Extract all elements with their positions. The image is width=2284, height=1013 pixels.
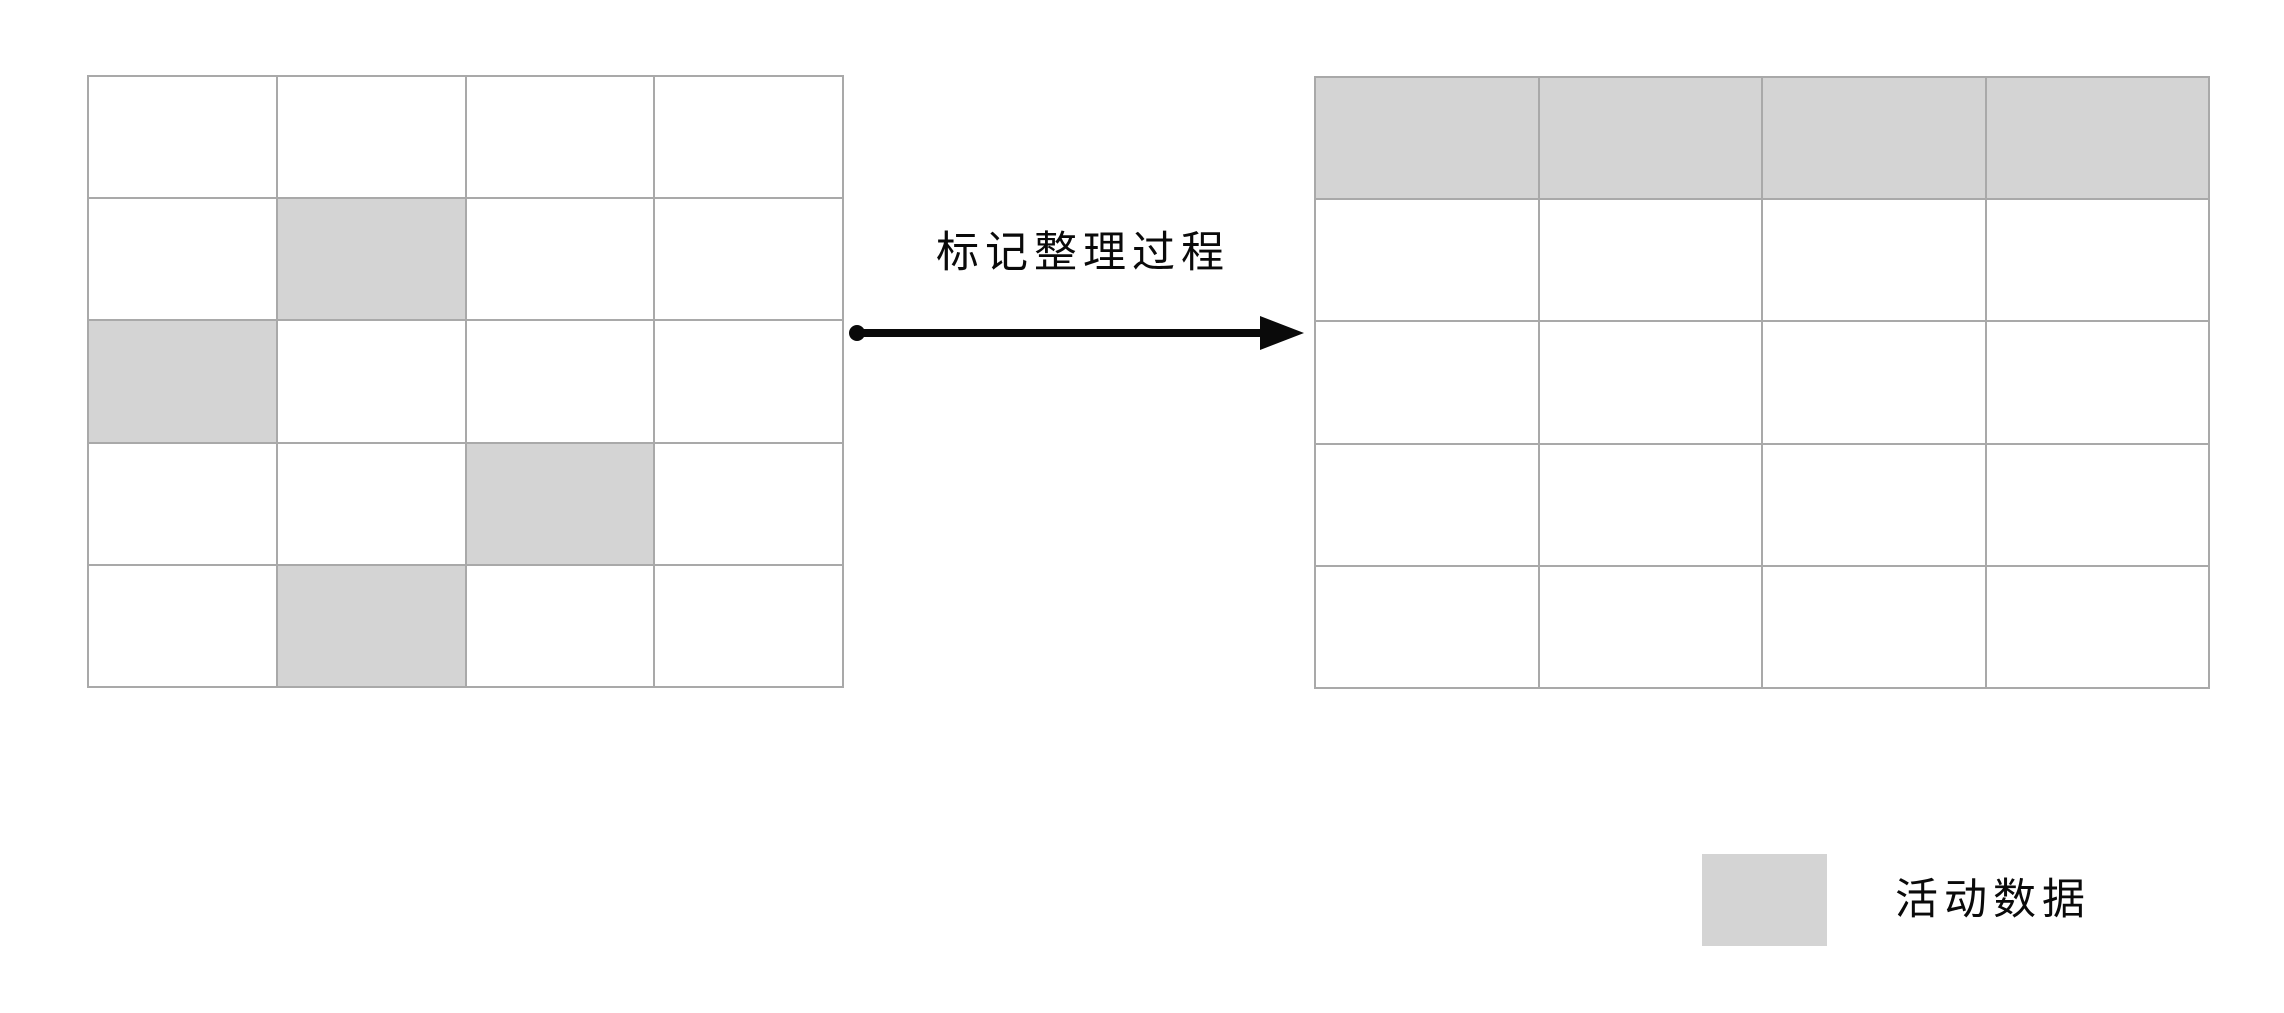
table-cell bbox=[1763, 444, 1987, 567]
table-cell bbox=[655, 199, 844, 322]
table-cell bbox=[1986, 566, 2210, 689]
table-cell bbox=[655, 443, 844, 566]
table-cell bbox=[1316, 444, 1540, 567]
table-cell bbox=[89, 199, 278, 322]
table-cell bbox=[1763, 78, 1987, 201]
table-cell bbox=[1539, 200, 1763, 323]
legend-label: 活动数据 bbox=[1895, 874, 2091, 925]
table-cell bbox=[466, 321, 656, 444]
table-cell bbox=[1316, 566, 1540, 689]
table-cell bbox=[89, 77, 278, 200]
table-cell bbox=[1763, 200, 1987, 323]
table-cell bbox=[1539, 78, 1763, 201]
table-cell bbox=[1316, 200, 1540, 323]
table-cell bbox=[277, 199, 467, 322]
table-cell bbox=[466, 199, 656, 322]
arrow-right-icon bbox=[848, 310, 1318, 356]
table-cell bbox=[1539, 322, 1763, 445]
table-cell bbox=[1986, 78, 2210, 201]
table-cell bbox=[277, 443, 467, 566]
table-cell bbox=[1539, 444, 1763, 567]
table-cell bbox=[1763, 566, 1987, 689]
transition-label: 标记整理过程 bbox=[936, 228, 1230, 278]
table-cell bbox=[1539, 566, 1763, 689]
arrow-right-svg bbox=[849, 316, 1304, 350]
table-cell bbox=[655, 321, 844, 444]
transition-group: 标记整理过程 bbox=[848, 232, 1318, 362]
table-cell bbox=[277, 77, 467, 200]
table-cell bbox=[655, 565, 844, 688]
table-cell bbox=[1986, 200, 2210, 323]
table-cell bbox=[89, 443, 278, 566]
table-cell bbox=[466, 443, 656, 566]
legend: 活动数据 bbox=[1702, 854, 2091, 946]
heap-after-table bbox=[1314, 76, 2210, 689]
table-cell bbox=[277, 565, 467, 688]
table-cell bbox=[655, 77, 844, 200]
table-cell bbox=[89, 565, 278, 688]
table-cell bbox=[466, 565, 656, 688]
table-cell bbox=[1763, 322, 1987, 445]
table-cell bbox=[1986, 444, 2210, 567]
table-cell bbox=[1986, 322, 2210, 445]
table-cell bbox=[1316, 322, 1540, 445]
gray-square-swatch-icon bbox=[1702, 854, 1827, 946]
table-cell bbox=[277, 321, 467, 444]
table-cell bbox=[89, 321, 278, 444]
table-cell bbox=[1316, 78, 1540, 201]
table-cell bbox=[466, 77, 656, 200]
heap-before-table bbox=[87, 75, 844, 688]
